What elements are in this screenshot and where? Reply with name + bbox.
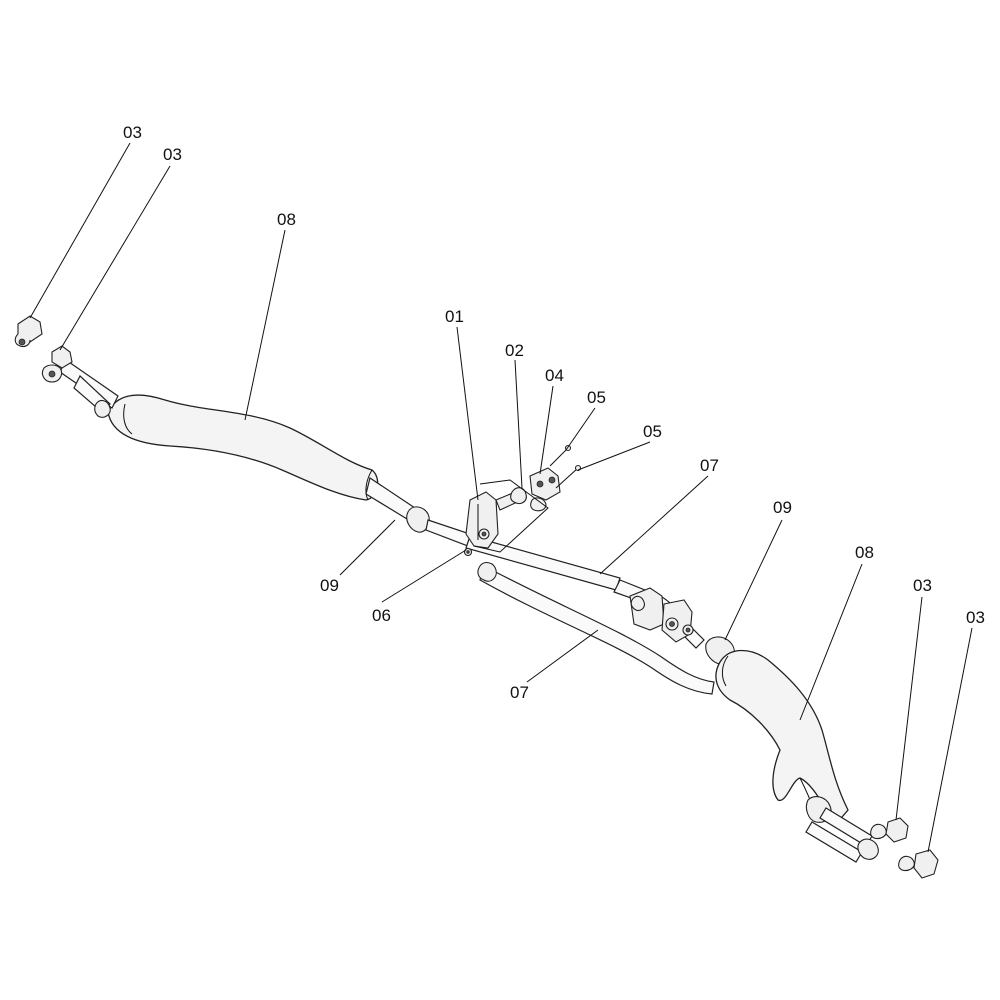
callout-01: 01	[445, 307, 464, 326]
callout-08-b: 08	[855, 543, 874, 562]
left-pipe-ends	[59, 359, 119, 418]
left-insulated-hose	[107, 394, 379, 501]
callout-09-b: 09	[773, 498, 792, 517]
left-fitting-03-lower	[41, 345, 73, 383]
callout-08-a: 08	[277, 210, 296, 229]
callout-03-a: 03	[123, 123, 142, 142]
callout-03-b: 03	[163, 145, 182, 164]
callout-07-b: 07	[510, 683, 529, 702]
right-pipe-ends	[805, 796, 879, 863]
bolt-05-lower	[555, 464, 582, 489]
bracket-plate-04	[529, 467, 561, 501]
right-bracket-assembly	[629, 587, 694, 643]
right-fitting-03-lower	[898, 849, 939, 879]
clip-02	[510, 487, 547, 512]
callout-07-a: 07	[700, 456, 719, 475]
lower-pipe-07	[477, 561, 715, 695]
left-inner-pipe	[365, 477, 471, 547]
left-fitting-03-upper	[14, 315, 43, 348]
callout-09-a: 09	[320, 576, 339, 595]
nut-06	[463, 547, 473, 557]
callout-05-a: 05	[587, 388, 606, 407]
explode-guides	[473, 479, 549, 553]
callout-labels: 03 03 08 01 02 04 05 05 07 09 09 06 07 0…	[123, 123, 985, 702]
callout-06: 06	[372, 606, 391, 625]
callout-05-b: 05	[643, 422, 662, 441]
right-fitting-03-upper	[870, 817, 909, 843]
callout-03-d: 03	[966, 608, 985, 627]
right-insulated-hose	[715, 649, 849, 826]
callout-03-c: 03	[913, 576, 932, 595]
callout-02: 02	[505, 341, 524, 360]
leader-lines	[29, 142, 973, 853]
callout-04: 04	[545, 366, 564, 385]
